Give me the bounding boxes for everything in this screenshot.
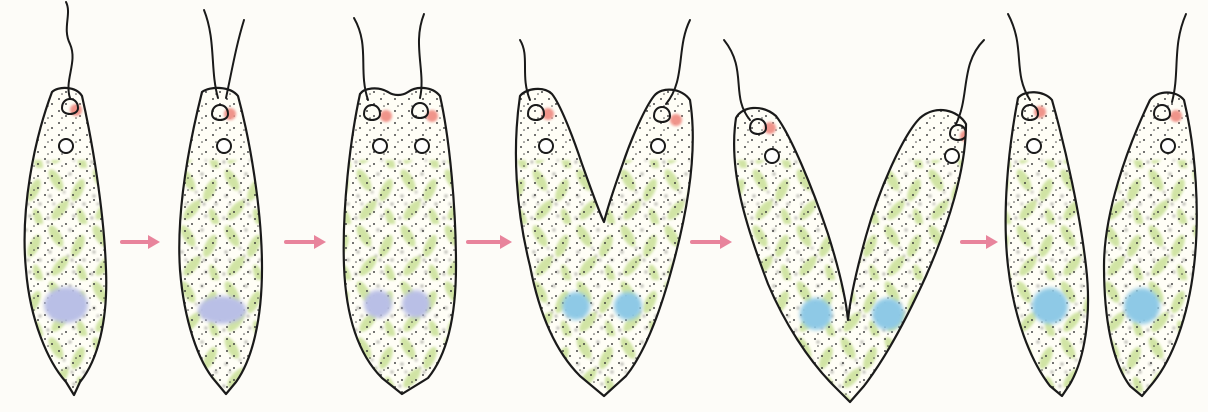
contractile-vacuole bbox=[59, 139, 73, 153]
flagellum bbox=[204, 10, 218, 98]
flagellum bbox=[1172, 14, 1186, 102]
nucleus bbox=[44, 287, 88, 323]
contractile-vacuole bbox=[945, 149, 959, 163]
arrow-icon bbox=[122, 235, 160, 249]
nucleus bbox=[872, 298, 904, 330]
nucleus bbox=[364, 290, 392, 318]
nucleus bbox=[198, 296, 246, 324]
flagellum bbox=[724, 40, 750, 120]
nucleus bbox=[1032, 288, 1068, 324]
eyespot bbox=[1170, 110, 1182, 122]
flagellum bbox=[419, 14, 424, 98]
flagellum bbox=[226, 20, 244, 98]
contractile-vacuole bbox=[1161, 139, 1175, 153]
flagellum bbox=[66, 2, 73, 98]
nucleus bbox=[800, 298, 832, 330]
contractile-vacuole bbox=[217, 139, 231, 153]
flagellum bbox=[1008, 14, 1030, 100]
arrow-icon bbox=[692, 235, 732, 249]
flagellum bbox=[956, 40, 984, 124]
contractile-vacuole bbox=[373, 139, 387, 153]
contractile-vacuole bbox=[765, 149, 779, 163]
eyespot bbox=[380, 110, 392, 122]
contractile-vacuole bbox=[415, 139, 429, 153]
flagellum bbox=[354, 18, 368, 100]
arrow-icon bbox=[962, 235, 998, 249]
contractile-vacuole bbox=[539, 139, 553, 153]
eyespot bbox=[670, 114, 682, 126]
arrow-icon bbox=[468, 235, 512, 249]
arrow-icon bbox=[286, 235, 326, 249]
nucleus bbox=[614, 292, 642, 320]
nucleus bbox=[402, 290, 430, 318]
nucleus bbox=[1124, 288, 1160, 324]
contractile-vacuole bbox=[1027, 139, 1041, 153]
contractile-vacuole bbox=[651, 139, 665, 153]
nucleus bbox=[562, 292, 590, 320]
